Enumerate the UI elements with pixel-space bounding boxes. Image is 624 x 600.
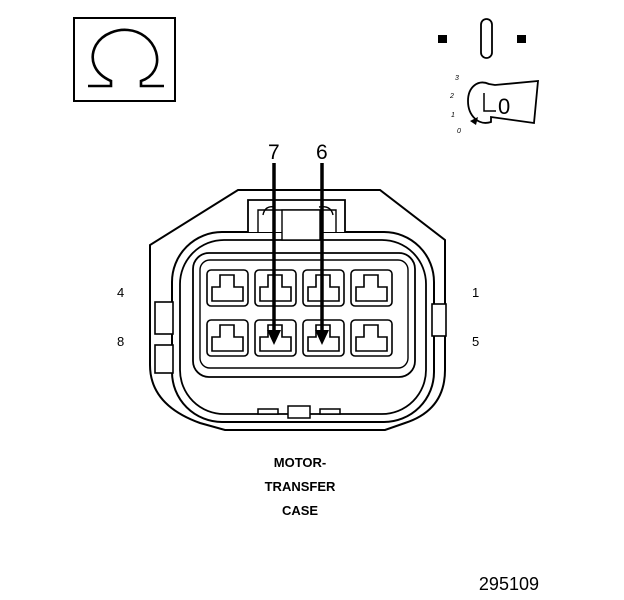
pin-label-4: 4: [117, 285, 124, 300]
probe-arrow-7: [267, 163, 281, 345]
caption-line-2: TRANSFER: [265, 479, 336, 494]
ohmmeter-icon: [73, 17, 176, 102]
pin-label-1: 1: [472, 285, 479, 300]
ignition-key-label: 0: [498, 94, 510, 119]
ignition-key-icon: 0: [467, 80, 539, 125]
pin-label-5: 5: [472, 334, 479, 349]
probe-arrow-6: [315, 163, 329, 345]
ignition-position-0: 0: [457, 128, 461, 135]
pin-label-8: 8: [117, 334, 124, 349]
ohm-symbol-icon: [88, 28, 164, 88]
connector-body: [149, 189, 447, 431]
ignition-position-2: 2: [449, 93, 454, 100]
caption-line-1: MOTOR-: [274, 455, 326, 470]
probe-label-6: 6: [316, 141, 328, 164]
figure-number: 295109: [479, 574, 539, 594]
terminal-cavity: [206, 319, 249, 357]
ignition-switch-icon: 0 3 2 1 0: [438, 18, 539, 135]
terminal-cavity: [206, 269, 249, 307]
probe-label-7: 7: [268, 141, 280, 164]
ignition-position-1: 1: [451, 112, 455, 119]
ignition-position-3: 3: [455, 75, 459, 82]
terminal-cavity: [350, 319, 393, 357]
caption-line-3: CASE: [282, 503, 318, 518]
terminal-cavity: [350, 269, 393, 307]
